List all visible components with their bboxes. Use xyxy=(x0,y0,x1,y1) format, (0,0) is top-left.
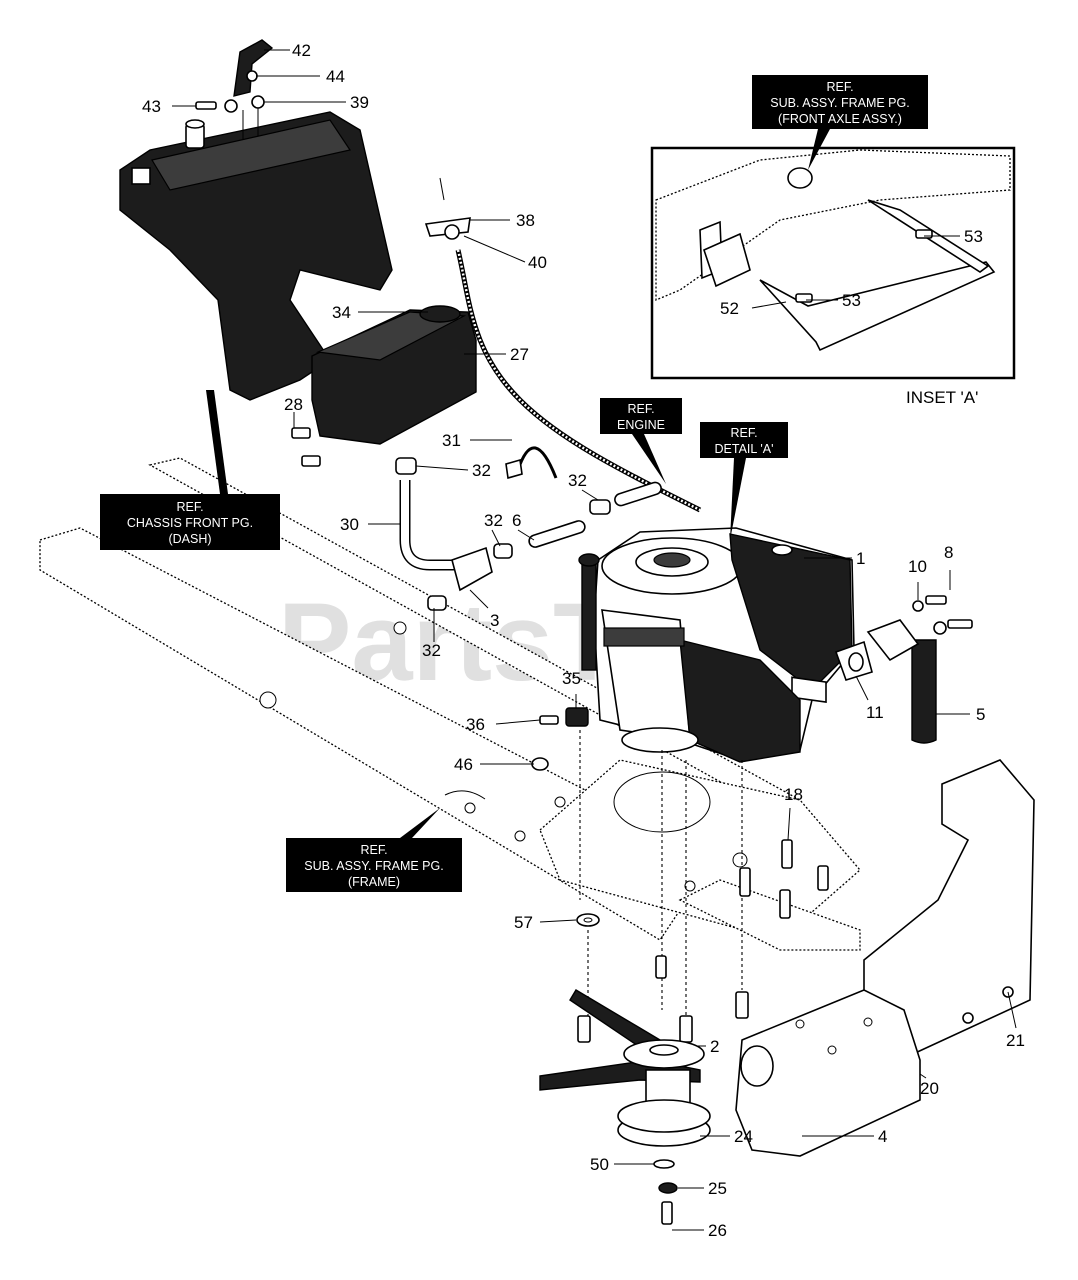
ref-chassis-line3: (DASH) xyxy=(168,532,211,546)
callout-4: 4 xyxy=(878,1127,887,1146)
callout-2: 2 xyxy=(710,1037,719,1056)
ref-front-axle-line3: (FRONT AXLE ASSY.) xyxy=(778,112,902,126)
callout-50: 50 xyxy=(590,1155,609,1174)
callout-36: 36 xyxy=(466,715,485,734)
callout-38: 38 xyxy=(516,211,535,230)
ref-label-chassis-front: REF. CHASSIS FRONT PG. (DASH) xyxy=(100,390,280,550)
engine xyxy=(578,527,855,763)
callout-42: 42 xyxy=(292,41,311,60)
ref-label-detail-a: REF. DETAIL 'A' xyxy=(700,422,788,540)
callout-30: 30 xyxy=(340,515,359,534)
callout-1: 1 xyxy=(856,549,865,568)
callout-11: 11 xyxy=(866,703,884,722)
callout-18: 18 xyxy=(784,785,803,804)
callout-31: 31 xyxy=(442,431,461,450)
ref-detail-a-line1: REF. xyxy=(730,426,757,440)
callout-39: 39 xyxy=(350,93,369,112)
callout-57: 57 xyxy=(514,913,533,932)
ref-detail-a-line2: DETAIL 'A' xyxy=(715,442,774,456)
callout-8: 8 xyxy=(944,543,953,562)
callout-32-b: 32 xyxy=(568,471,587,490)
leader-lines xyxy=(172,49,1017,1231)
muffler xyxy=(834,595,973,744)
callout-32-d: 32 xyxy=(422,641,441,660)
ref-chassis-line1: REF. xyxy=(176,500,203,514)
callout-53-b: 53 xyxy=(842,291,861,310)
callout-34: 34 xyxy=(332,303,351,322)
ref-frame-line2: SUB. ASSY. FRAME PG. xyxy=(304,859,443,873)
callout-46: 46 xyxy=(454,755,473,774)
inset-a xyxy=(650,146,1016,380)
callout-43: 43 xyxy=(142,97,161,116)
callout-5: 5 xyxy=(976,705,985,724)
callout-20: 20 xyxy=(920,1079,939,1098)
dash-panel xyxy=(119,111,393,401)
callout-27: 27 xyxy=(510,345,529,364)
callout-26: 26 xyxy=(708,1221,727,1240)
callout-28: 28 xyxy=(284,395,303,414)
callout-53-a: 53 xyxy=(964,227,983,246)
callout-44: 44 xyxy=(326,67,345,86)
ref-frame-line3: (FRAME) xyxy=(348,875,400,889)
engine-base-fasteners xyxy=(531,707,589,900)
callout-10: 10 xyxy=(908,557,927,576)
callout-32-c: 32 xyxy=(484,511,503,530)
inset-caption: INSET 'A' xyxy=(906,388,978,407)
callout-25: 25 xyxy=(708,1179,727,1198)
ref-front-axle-line1: REF. xyxy=(826,80,853,94)
callout-35: 35 xyxy=(562,669,581,688)
throttle-cable xyxy=(424,177,702,513)
ref-engine-line2: ENGINE xyxy=(617,418,665,432)
pulleys xyxy=(539,989,711,1225)
ref-label-front-axle: REF. SUB. ASSY. FRAME PG. (FRONT AXLE AS… xyxy=(752,75,928,170)
fuel-tank xyxy=(291,305,477,467)
ref-front-axle-line2: SUB. ASSY. FRAME PG. xyxy=(770,96,909,110)
callout-numbers: 42 44 43 39 38 40 34 27 28 31 32 32 32 3… xyxy=(142,41,1025,1240)
callout-3: 3 xyxy=(490,611,499,630)
fuel-lines xyxy=(395,446,662,611)
callout-32-a: 32 xyxy=(472,461,491,480)
callout-6: 6 xyxy=(512,511,521,530)
ref-chassis-line2: CHASSIS FRONT PG. xyxy=(127,516,253,530)
dash-bracket xyxy=(195,39,274,140)
callout-52: 52 xyxy=(720,299,739,318)
callout-40: 40 xyxy=(528,253,547,272)
ref-label-frame: REF. SUB. ASSY. FRAME PG. (FRAME) xyxy=(286,808,462,892)
ref-label-engine: REF. ENGINE xyxy=(600,398,682,484)
callout-21: 21 xyxy=(1006,1031,1025,1050)
ref-engine-line1: REF. xyxy=(627,402,654,416)
ref-frame-line1: REF. xyxy=(360,843,387,857)
callout-24: 24 xyxy=(734,1127,753,1146)
